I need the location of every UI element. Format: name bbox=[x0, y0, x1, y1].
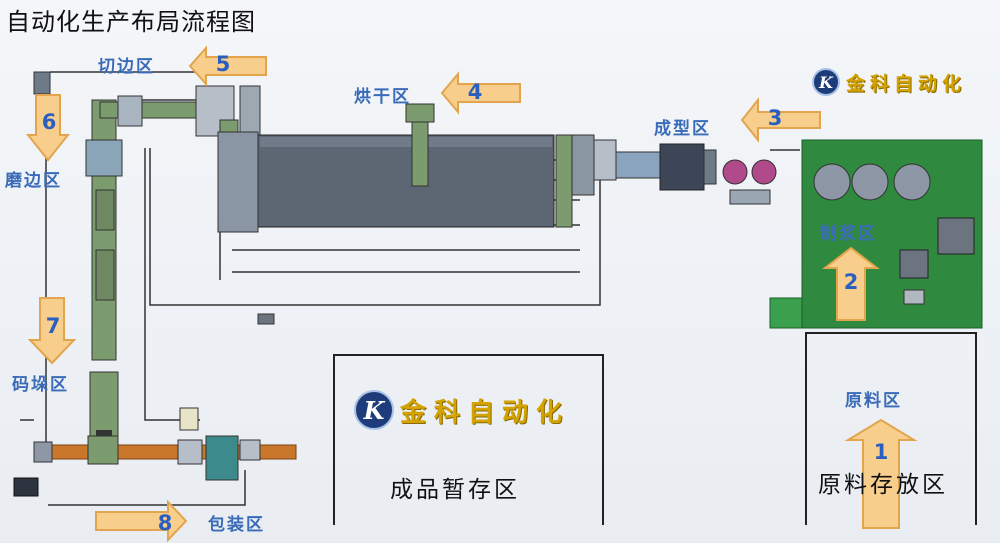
arrow-6 bbox=[25, 94, 71, 162]
label-grinding: 磨边区 bbox=[5, 171, 62, 191]
arrow-2 bbox=[822, 246, 880, 321]
brand-k-icon: K bbox=[812, 68, 840, 96]
label-pulping: 制浆区 bbox=[820, 224, 877, 244]
arrow-5 bbox=[188, 45, 267, 87]
step-number-4: 4 bbox=[467, 80, 483, 104]
packing-line bbox=[13, 313, 297, 497]
step-number-8: 8 bbox=[157, 511, 173, 535]
left-line-equipment bbox=[33, 71, 261, 446]
brand-k-icon: K bbox=[354, 390, 394, 430]
label-drying: 烘干区 bbox=[354, 87, 411, 107]
label-packing: 包装区 bbox=[208, 515, 265, 535]
arrow-3 bbox=[740, 97, 821, 143]
arrow-7 bbox=[27, 297, 77, 365]
pulping-area bbox=[769, 139, 983, 329]
step-number-7: 7 bbox=[45, 314, 61, 338]
arrow-1 bbox=[844, 418, 918, 529]
step-number-1: 1 bbox=[873, 440, 889, 464]
page-title: 自动化生产布局流程图 bbox=[6, 8, 256, 36]
storage-outlines bbox=[333, 332, 977, 525]
label-finished-storage: 成品暂存区 bbox=[390, 477, 520, 503]
forming-machine bbox=[615, 143, 777, 205]
arrow-4 bbox=[440, 71, 521, 115]
arrow-8 bbox=[95, 499, 188, 543]
label-raw-material: 原料区 bbox=[845, 391, 902, 411]
step-number-3: 3 bbox=[767, 106, 783, 130]
brand-name: 金科自动化 bbox=[400, 397, 571, 428]
label-stacking: 码垛区 bbox=[12, 375, 69, 395]
step-number-5: 5 bbox=[215, 52, 231, 76]
label-cutting: 切边区 bbox=[98, 57, 155, 77]
label-raw-storage: 原料存放区 bbox=[818, 472, 948, 498]
flow-arrows bbox=[25, 45, 918, 543]
step-number-2: 2 bbox=[843, 270, 859, 294]
dryer-equipment bbox=[217, 103, 617, 233]
brand-logo-top: K 金科自动化 bbox=[812, 68, 966, 96]
brand-name: 金科自动化 bbox=[846, 72, 967, 95]
brand-logo-center: K 金科自动化 bbox=[354, 390, 570, 430]
step-number-6: 6 bbox=[41, 110, 57, 134]
label-forming: 成型区 bbox=[654, 119, 711, 139]
